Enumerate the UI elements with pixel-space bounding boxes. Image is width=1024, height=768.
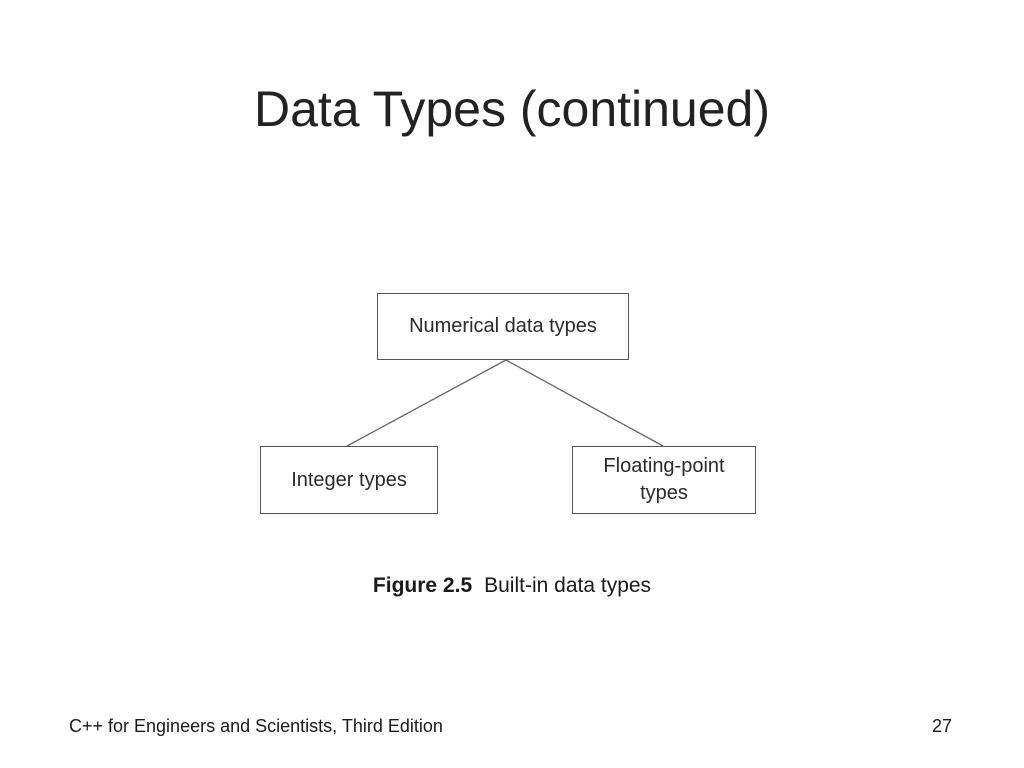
footer-book-title: C++ for Engineers and Scientists, Third … [69, 716, 443, 736]
connector-root-to-floating-point [505, 359, 664, 447]
connector-root-to-integer [346, 359, 507, 447]
node-label: Floating-point types [603, 455, 725, 504]
node-numerical-data-types: Numerical data types [377, 293, 629, 360]
node-integer-types: Integer types [260, 446, 438, 514]
node-floating-point-types: Floating-point types [572, 446, 756, 514]
node-label: Numerical data types [409, 315, 597, 337]
page-number: 27 [931, 716, 952, 736]
node-label: Integer types [291, 468, 407, 491]
figure-caption: Figure 2.5 Built-in data types [0, 572, 1024, 600]
figure-number: Figure 2.5 [372, 574, 473, 597]
figure-caption-text: Built-in data types [484, 574, 652, 597]
slide-title: Data Types (continued) [253, 81, 771, 137]
